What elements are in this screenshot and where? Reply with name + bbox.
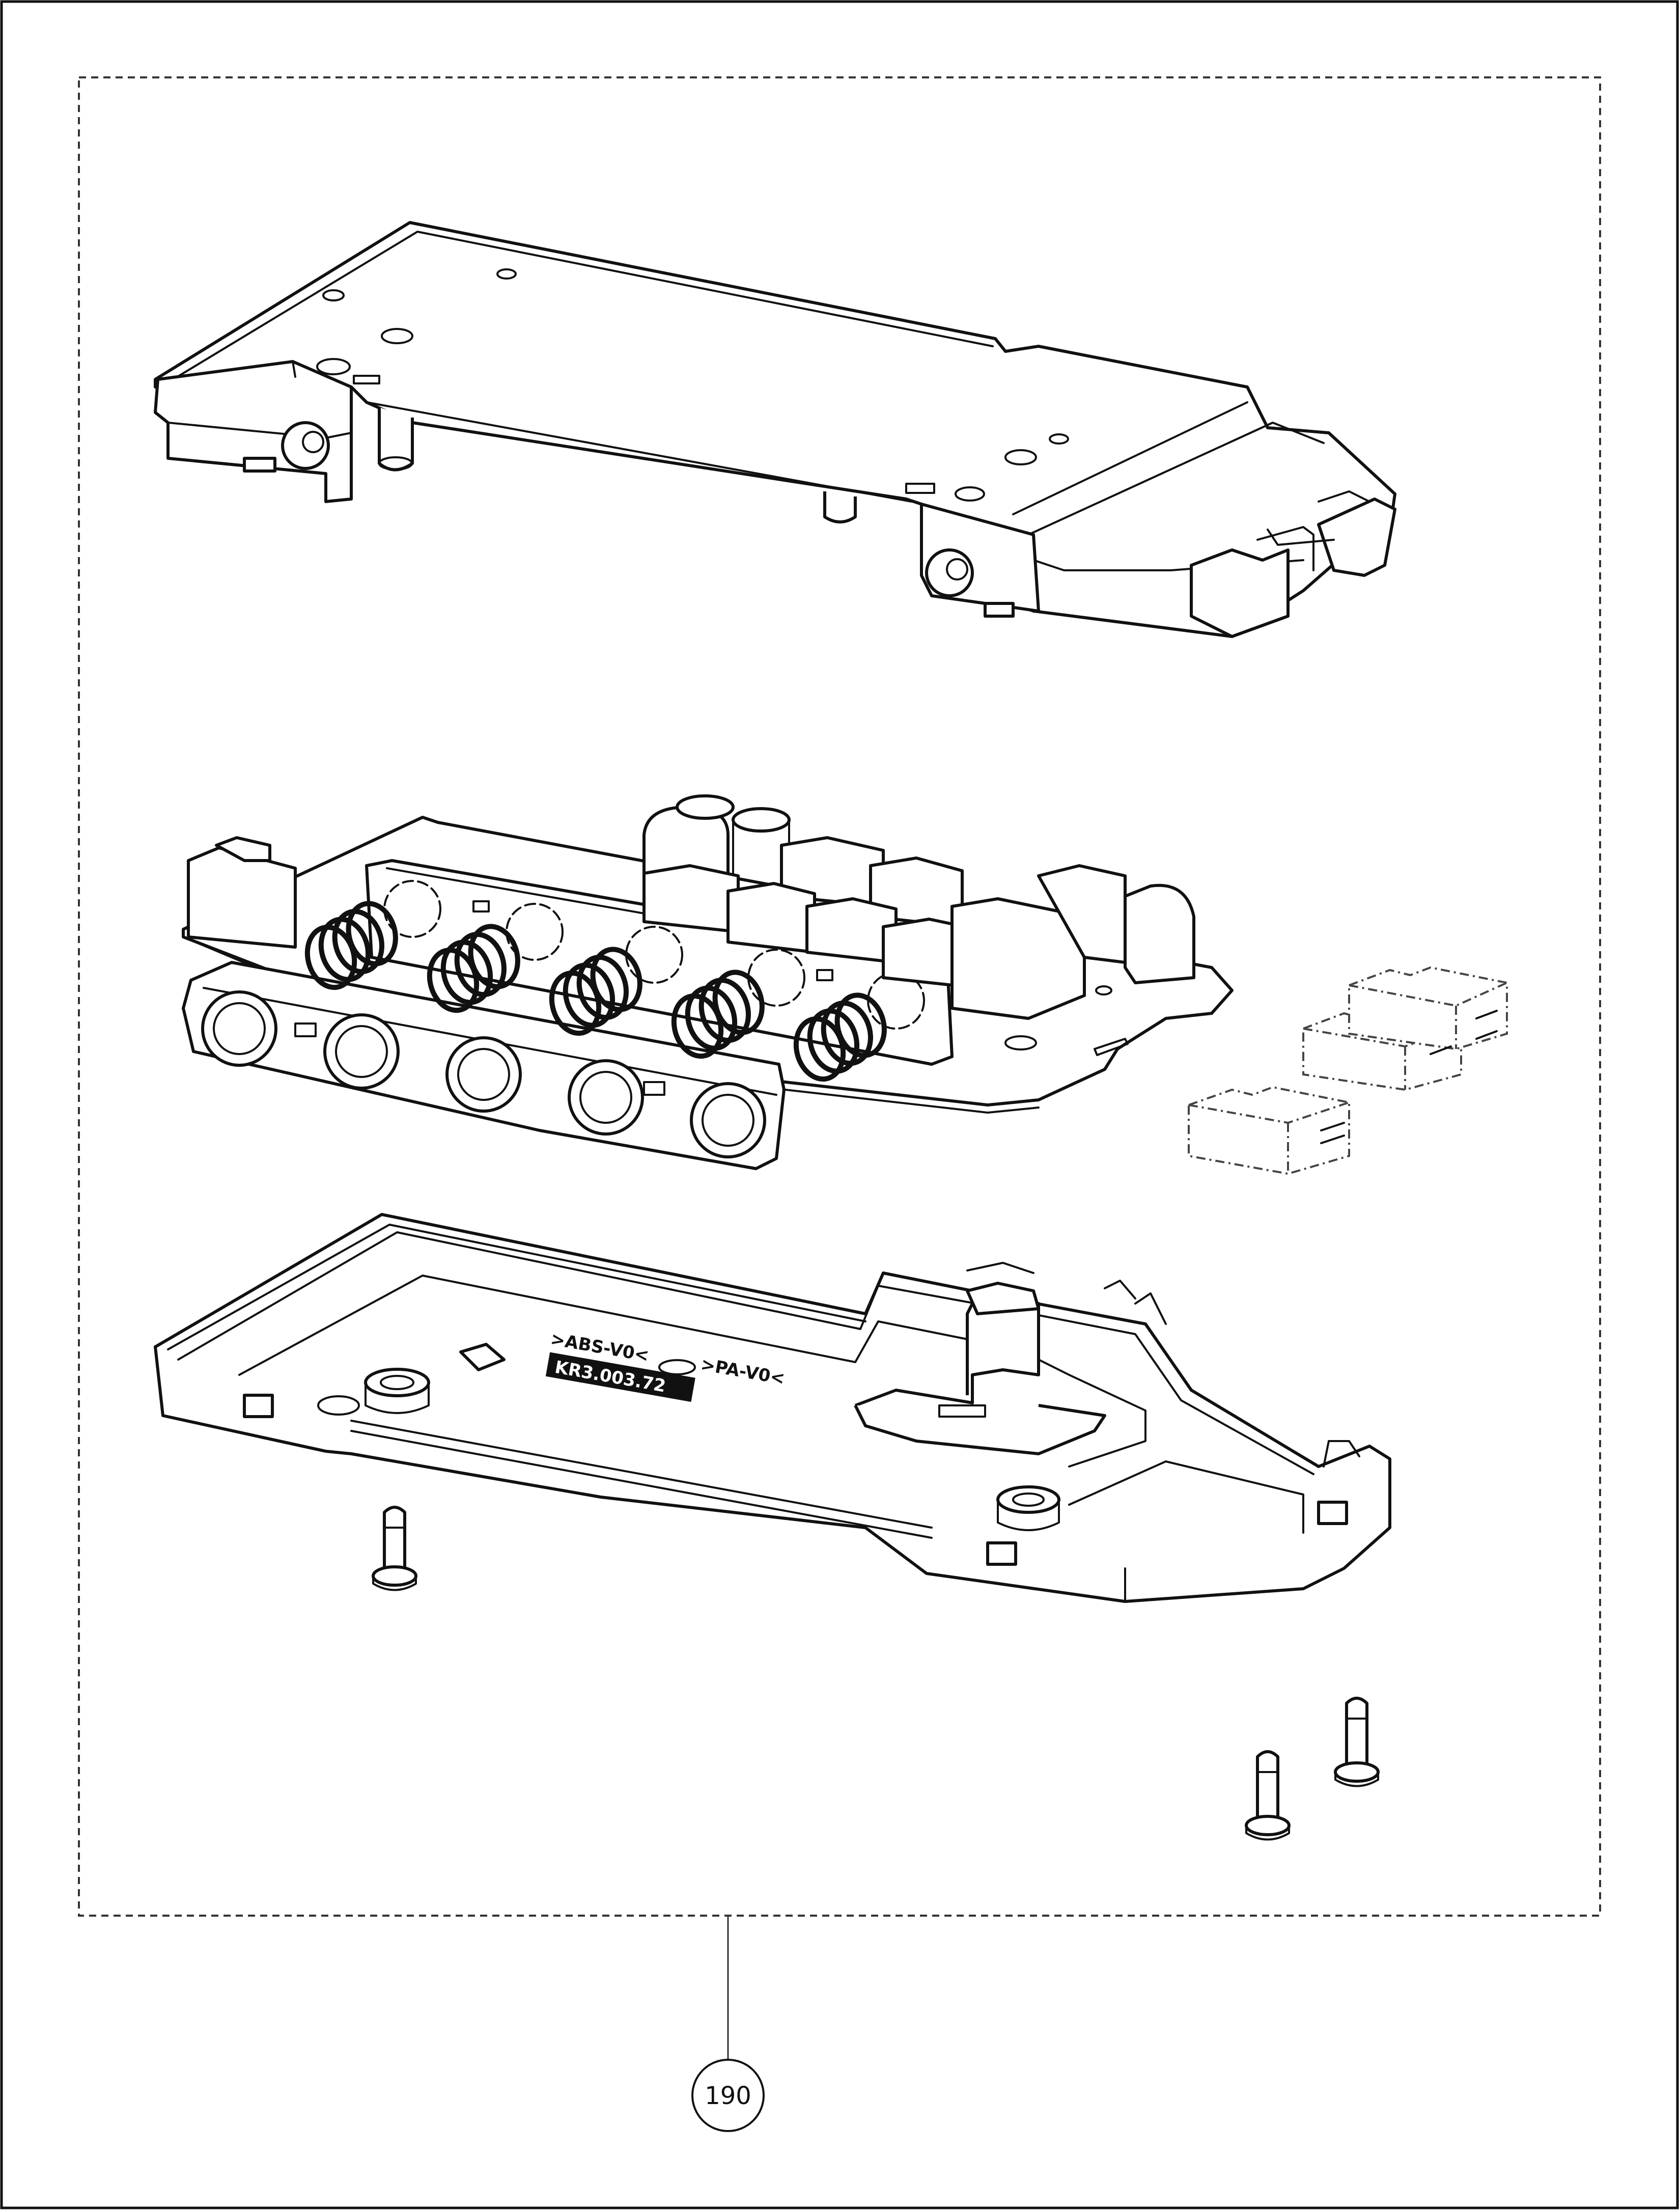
callout-bubble (691, 2059, 765, 2132)
screw-2 (1245, 1750, 1291, 1841)
screw-3 (1334, 1697, 1380, 1787)
screw-1 (372, 1506, 417, 1591)
button-springs (304, 901, 887, 1082)
callout-number: 190 (705, 2082, 751, 2110)
wire-connectors (1188, 966, 1508, 1175)
circuit-board-assembly (182, 794, 1234, 1170)
top-cover (154, 221, 1396, 638)
assembly-boundary (78, 76, 1601, 1917)
push-buttons (201, 990, 766, 1158)
bottom-housing: >ABS-V0< >PA-V0< KR3.003.72 (154, 1213, 1391, 1603)
